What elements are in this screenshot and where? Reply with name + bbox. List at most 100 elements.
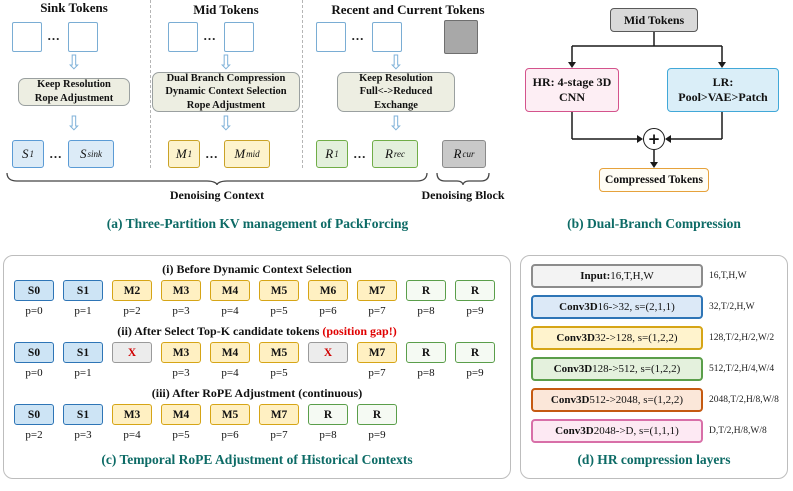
row-iii-title: (iii) After RoPE Adjustment (continuous) <box>4 386 510 401</box>
token-box: M2 <box>112 280 152 301</box>
position-label: p=0 <box>25 367 43 379</box>
shape-label: 2048,T/2,H/8,W/8 <box>709 395 779 405</box>
token-box: S0 <box>14 342 54 363</box>
position-label: p=1 <box>74 305 92 317</box>
row-title-text: (iii) After RoPE Adjustment (continuous) <box>151 386 363 400</box>
token-box: S1 <box>63 280 103 301</box>
token-box: S1 <box>63 404 103 425</box>
down-arrow-icon: ⇩ <box>65 50 83 74</box>
process-line: Rope Adjustment <box>186 99 266 111</box>
panel-a-three-partition: Sink Tokens Mid Tokens Recent and Curren… <box>0 0 515 252</box>
mid-token-placeholder <box>224 22 254 52</box>
token-box: M6 <box>308 280 348 301</box>
token-box: M7 <box>357 280 397 301</box>
process-line: Rope Adjustment <box>34 93 114 104</box>
recent-tokens-header: Recent and Current Tokens <box>331 2 485 17</box>
panel-b-caption: (b) Dual-Branch Compression <box>567 216 741 231</box>
sink-process-box: Keep Resolution Rope Adjustment <box>18 78 130 106</box>
process-line: Dual Branch Compression <box>166 72 286 84</box>
recent-token-placeholder <box>372 22 402 52</box>
mid-tokens-box: Mid Tokens <box>610 8 698 32</box>
shape-label: 512,T/2,H/4,W/4 <box>709 364 775 374</box>
position-label: p=6 <box>319 305 337 317</box>
position-label: p=5 <box>270 305 288 317</box>
token-box: M4 <box>161 404 201 425</box>
token-box: R <box>455 280 495 301</box>
denoising-block-label: Denoising Block <box>421 188 505 202</box>
down-arrow-icon: ⇩ <box>387 111 405 135</box>
token-box: M5 <box>259 280 299 301</box>
removed-token-box: X <box>112 342 152 363</box>
position-label: p=6 <box>221 429 239 441</box>
layer-input: Input: 16,T,H,W <box>531 264 703 288</box>
hr-branch-line: HR: 4-stage 3D <box>532 75 612 89</box>
compressed-tokens-box: Compressed Tokens <box>599 168 709 192</box>
panel-a-caption: (a) Three-Partition KV management of Pac… <box>106 216 409 231</box>
token-box: M3 <box>161 342 201 363</box>
token-box: R <box>406 280 446 301</box>
sink-tokens-header: Sink Tokens <box>40 0 108 15</box>
underbrace-denoising-block <box>436 172 490 186</box>
ellipsis: ... <box>205 146 219 161</box>
position-label: p=0 <box>25 305 43 317</box>
mid-process-box: Dual Branch Compression Dynamic Context … <box>152 72 300 112</box>
hr-branch-box: HR: 4-stage 3D CNN <box>525 68 619 112</box>
token-box: M3 <box>161 280 201 301</box>
sink-token-placeholder <box>12 22 42 52</box>
layer-conv3d-2: Conv3D 32->128, s=(1,2,2) <box>531 326 703 350</box>
token-box: M5 <box>259 342 299 363</box>
down-arrow-icon: ⇩ <box>217 111 235 135</box>
position-label: p=9 <box>466 367 484 379</box>
position-label: p=3 <box>172 305 190 317</box>
position-label: p=1 <box>74 367 92 379</box>
token-box: M7 <box>259 404 299 425</box>
position-label: p=8 <box>319 429 337 441</box>
layer-conv3d-4: Conv3D 512->2048, s=(1,2,2) <box>531 388 703 412</box>
layer-conv3d-5: Conv3D 2048->D, s=(1,1,1) <box>531 419 703 443</box>
position-label: p=4 <box>221 367 239 379</box>
token-box: R <box>308 404 348 425</box>
removed-token-box: X <box>308 342 348 363</box>
panel-d-caption: (d) HR compression layers <box>577 452 731 467</box>
ellipsis: ... <box>353 146 367 161</box>
position-label: p=7 <box>368 367 386 379</box>
section-divider <box>302 0 303 168</box>
shape-label: 16,T,H,W <box>709 271 747 281</box>
panel-b-dual-branch: Mid Tokens HR: 4-stage 3D CNN LR: Pool>V… <box>515 0 793 252</box>
lr-branch-line: LR: <box>712 75 734 89</box>
down-arrow-icon: ⇩ <box>65 111 83 135</box>
token-box: S0 <box>14 280 54 301</box>
row-title-text: (ii) After Select Top-K candidate tokens <box>117 324 323 338</box>
position-label: p=9 <box>368 429 386 441</box>
layer-conv3d-3: Conv3D 128->512, s=(1,2,2) <box>531 357 703 381</box>
process-line: Keep Resolution <box>359 72 433 84</box>
position-label: p=4 <box>221 305 239 317</box>
process-line: Full<->Reduced <box>359 86 433 98</box>
down-arrow-icon: ⇩ <box>387 50 405 74</box>
plus-circle-icon: + <box>643 128 665 150</box>
position-label: p=7 <box>368 305 386 317</box>
shape-label: D,T/2,H/8,W/8 <box>709 426 767 436</box>
recent-token-placeholder <box>316 22 346 52</box>
row-i-title: (i) Before Dynamic Context Selection <box>4 262 510 277</box>
process-line: Keep Resolution <box>37 79 111 91</box>
token-box: M4 <box>210 280 250 301</box>
position-label: p=3 <box>74 429 92 441</box>
row-title-text: (i) Before Dynamic Context Selection <box>162 262 352 276</box>
shape-label: 128,T/2,H/2,W/2 <box>709 333 775 343</box>
denoising-context-label: Denoising Context <box>169 188 265 202</box>
position-label: p=2 <box>25 429 43 441</box>
ellipsis: ... <box>49 146 63 161</box>
panel-c-rope-adjustment: (i) Before Dynamic Context Selection S0 … <box>3 255 511 479</box>
position-label: p=9 <box>466 305 484 317</box>
token-box: S1 <box>63 342 103 363</box>
process-line: Dynamic Context Selection <box>165 86 287 98</box>
underbrace-denoising-context <box>6 172 428 186</box>
position-label: p=3 <box>172 367 190 379</box>
